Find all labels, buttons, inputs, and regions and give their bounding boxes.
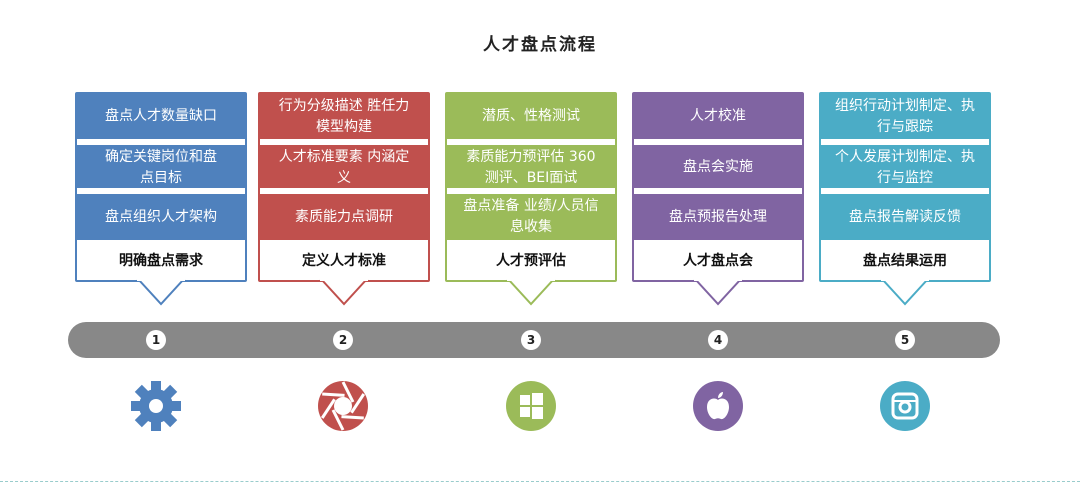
step-item-text: 确定关键岗位和盘点目标 xyxy=(105,148,217,186)
step-item: 人才校准 xyxy=(634,94,802,139)
step-item-text: 组织行动计划制定、执行与跟踪 xyxy=(835,97,975,135)
step-item: 盘点预报告处理 xyxy=(634,194,802,240)
step-item: 盘点会实施 xyxy=(634,145,802,190)
step-item-text: 行为分级描述 胜任力模型构建 xyxy=(278,97,410,135)
aperture-icon xyxy=(315,380,371,432)
step-number: 1 xyxy=(146,330,166,350)
pointer-arrow xyxy=(136,276,186,306)
step-number: 2 xyxy=(333,330,353,350)
divider xyxy=(0,481,1080,482)
step-item-text: 盘点预报告处理 xyxy=(669,208,767,225)
step-item-text: 人才校准 xyxy=(690,108,746,124)
step-item-text: 素质能力预评估 360测评、BEI面试 xyxy=(466,148,596,186)
camera-icon xyxy=(877,380,933,432)
step-item-text: 盘点准备 业绩/人员信息收集 xyxy=(463,198,599,235)
step-item: 人才标准要素 内涵定义 xyxy=(260,145,428,190)
apple-icon xyxy=(690,380,746,432)
step-item: 盘点准备 业绩/人员信息收集 xyxy=(447,194,615,240)
step-item-text: 盘点人才数量缺口 xyxy=(105,108,217,124)
step-item: 盘点报告解读反馈 xyxy=(821,194,989,240)
pointer-arrow xyxy=(506,276,556,306)
step-number: 3 xyxy=(521,330,541,350)
step-item: 确定关键岗位和盘点目标 xyxy=(77,145,245,190)
page-title: 人才盘点流程 xyxy=(483,35,597,55)
step-item-text: 盘点组织人才架构 xyxy=(105,208,217,225)
step-item: 个人发展计划制定、执行与监控 xyxy=(821,145,989,190)
step-item: 盘点组织人才架构 xyxy=(77,194,245,240)
step-item: 组织行动计划制定、执行与跟踪 xyxy=(821,94,989,139)
step-label: 定义人才标准 xyxy=(302,253,386,269)
step-label: 盘点结果运用 xyxy=(863,253,947,269)
step-item-text: 盘点会实施 xyxy=(683,159,753,175)
step-item-text: 盘点报告解读反馈 xyxy=(849,208,961,225)
step-label: 人才预评估 xyxy=(496,253,566,269)
step-number: 4 xyxy=(708,330,728,350)
step-item: 盘点人才数量缺口 xyxy=(77,94,245,139)
step-item-text: 个人发展计划制定、执行与监控 xyxy=(835,148,975,186)
step-card-4: 人才校准盘点会实施盘点预报告处理 人才盘点会 xyxy=(632,92,804,282)
step-label: 人才盘点会 xyxy=(683,253,753,269)
windows-icon xyxy=(503,380,559,432)
step-card-5: 组织行动计划制定、执行与跟踪个人发展计划制定、执行与监控盘点报告解读反馈 盘点结… xyxy=(819,92,991,282)
step-number: 5 xyxy=(895,330,915,350)
gear-icon xyxy=(128,380,184,432)
step-item: 行为分级描述 胜任力模型构建 xyxy=(260,94,428,139)
step-label: 明确盘点需求 xyxy=(119,253,203,269)
pointer-arrow xyxy=(880,276,930,306)
step-item: 潜质、性格测试 xyxy=(447,94,615,139)
pointer-arrow xyxy=(319,276,369,306)
step-card-2: 行为分级描述 胜任力模型构建人才标准要素 内涵定义素质能力点调研 定义人才标准 xyxy=(258,92,430,282)
step-item: 素质能力点调研 xyxy=(260,194,428,240)
step-card-1: 盘点人才数量缺口确定关键岗位和盘点目标盘点组织人才架构 明确盘点需求 xyxy=(75,92,247,282)
step-item-text: 素质能力点调研 xyxy=(295,208,393,225)
step-item-text: 人才标准要素 内涵定义 xyxy=(278,148,410,186)
step-card-3: 潜质、性格测试素质能力预评估 360测评、BEI面试盘点准备 业绩/人员信息收集… xyxy=(445,92,617,282)
pointer-arrow xyxy=(693,276,743,306)
step-item: 素质能力预评估 360测评、BEI面试 xyxy=(447,145,615,190)
step-item-text: 潜质、性格测试 xyxy=(482,108,580,124)
